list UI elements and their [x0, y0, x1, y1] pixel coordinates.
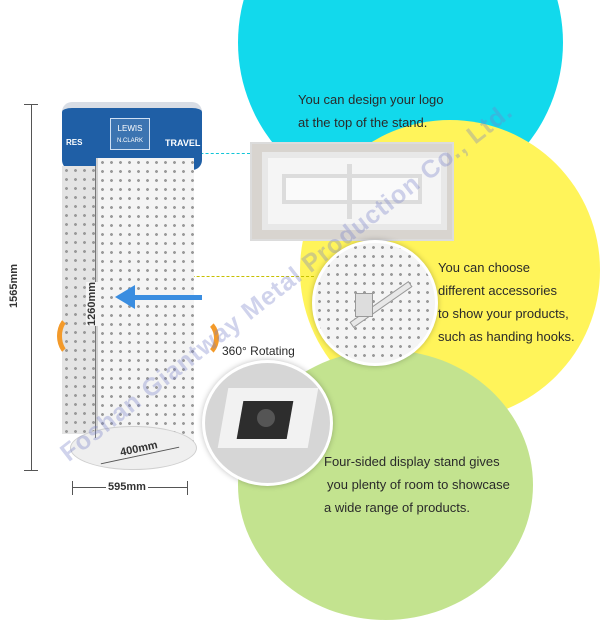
four-sided-caption-line3: a wide range of products.	[324, 500, 470, 515]
logo-caption-line1: You can design your logo	[298, 92, 444, 107]
accessories-caption: You can choose different accessories to …	[438, 256, 575, 348]
four-sided-caption: Four-sided display stand gives you plent…	[324, 450, 510, 519]
rotate-arrow-orange-right	[185, 318, 219, 358]
height-total-line	[31, 104, 32, 470]
height-total-label: 1565mm	[8, 263, 21, 309]
brand-line2: N.CLARK	[116, 138, 143, 144]
four-sided-caption-line1: Four-sided display stand gives	[324, 454, 500, 469]
stand-panel-front	[96, 158, 194, 442]
header-text-right: TRAVEL	[165, 138, 201, 148]
logo-frame-photo	[250, 142, 454, 241]
logo-caption-line2: at the top of the stand.	[298, 115, 428, 130]
brand-logo: LEWIS N.CLARK	[110, 118, 150, 150]
base-width-label: 595mm	[106, 481, 148, 493]
rotation-label: 360° Rotating	[222, 344, 295, 358]
rotate-arrow-orange-left	[57, 315, 87, 357]
hook-pointer-line	[132, 276, 314, 277]
rotate-arrow-blue	[132, 295, 202, 300]
logo-pointer-line	[190, 153, 250, 154]
stand-header: LEWIS N.CLARK RES TRAVEL	[62, 102, 202, 170]
rotate-arrow-blue-head	[115, 285, 135, 309]
height-panel-label: 1260mm	[86, 281, 99, 327]
accessories-caption-line4: such as handing hooks.	[438, 329, 575, 344]
brand-line1: LEWIS	[117, 124, 143, 133]
four-sided-caption-line2: you plenty of room to showcase	[327, 477, 510, 492]
header-text-left: RES	[66, 138, 83, 147]
base-closeup	[202, 360, 333, 486]
accessories-caption-line2: different accessories	[438, 283, 557, 298]
logo-caption: You can design your logo at the top of t…	[298, 88, 444, 134]
pegboard-closeup	[312, 240, 438, 366]
accessories-caption-line3: to show your products,	[438, 306, 569, 321]
accessories-caption-line1: You can choose	[438, 260, 531, 275]
